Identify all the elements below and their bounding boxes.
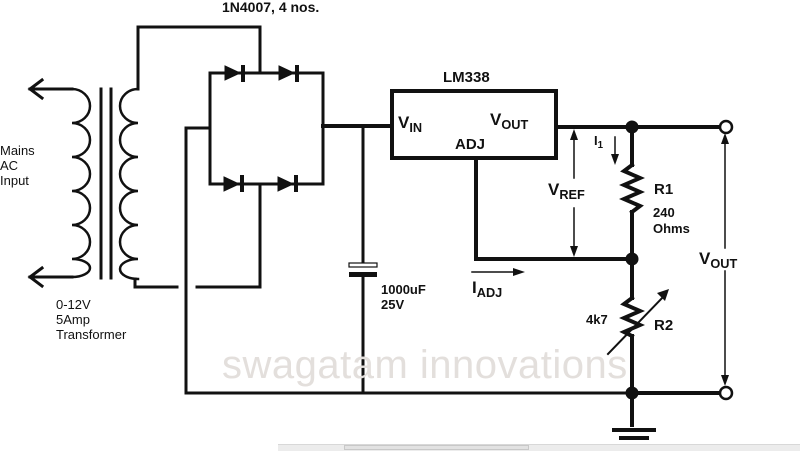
bridge-frame: [208, 71, 325, 186]
resistor-r1: [619, 162, 645, 215]
regulator-label: LM338: [443, 69, 490, 86]
wire-bridge-negative: [184, 126, 634, 395]
junction-vout: [625, 120, 639, 134]
mains-label-line: Input: [0, 173, 29, 188]
vin-sub: IN: [409, 120, 423, 136]
wire-adj: [474, 156, 634, 261]
transformer-label-line: 5Amp: [56, 312, 90, 327]
mains-label-line: AC: [0, 158, 19, 173]
watermark: swagatam innovations: [222, 343, 628, 387]
vout-terminal-sub: OUT: [710, 256, 738, 272]
capacitor-label-line: 1000uF: [381, 282, 426, 297]
transformer-primary-coil: [70, 87, 92, 279]
mains-label-line: Mains: [0, 143, 35, 158]
vref-sub: REF: [559, 187, 585, 203]
junction-ground: [625, 386, 639, 400]
iadj-sub: ADJ: [476, 285, 503, 301]
r2-value-label: 4k7: [586, 312, 608, 327]
capacitor-plate-positive: [348, 262, 378, 268]
wire-secondary-bottom: [133, 277, 179, 289]
mains-label: Mains AC Input: [0, 143, 35, 188]
r1-value-label: 240 Ohms: [653, 205, 690, 237]
diode-d4: [277, 175, 298, 192]
adj-pin-label: ADJ: [455, 136, 486, 153]
vout-pin-main: V: [490, 110, 502, 129]
scrollbar-thumb[interactable]: [344, 445, 529, 450]
vout-arrow-down: [721, 375, 729, 386]
mains-arrow-bottom: [27, 265, 74, 289]
iadj-arrow: [513, 268, 525, 276]
junction-adj: [625, 252, 639, 266]
mains-arrow-top: [27, 77, 74, 101]
diode-bridge-label: 1N4007, 4 nos.: [222, 0, 320, 15]
transformer-label-line: 0-12V: [56, 297, 91, 312]
diode-d3: [223, 175, 244, 192]
vout-arrow-up: [721, 133, 729, 144]
wire-secondary-top: [136, 25, 262, 91]
iadj-label: IADJ: [472, 278, 502, 299]
transformer-label: 0-12V 5Amp Transformer: [56, 297, 126, 342]
diode-d1: [224, 65, 245, 82]
output-terminal-negative: [718, 385, 734, 401]
transformer-label-line: Transformer: [56, 327, 127, 342]
r1-label: R1: [654, 181, 674, 198]
r2-label: R2: [654, 317, 674, 334]
capacitor-label-line: 25V: [381, 297, 405, 312]
vref-main: V: [548, 180, 560, 199]
vin-main: V: [398, 113, 410, 132]
wire-secondary-bottom-2: [195, 182, 262, 289]
output-terminal-positive: [718, 119, 734, 135]
iadj-main: I: [472, 278, 477, 297]
vout-terminal-main: V: [699, 249, 711, 268]
vref-arrow-up: [570, 129, 578, 140]
vout-terminal-label: VOUT: [699, 249, 738, 270]
r1-value-line: 240: [653, 205, 675, 220]
i1-sub: 1: [597, 140, 604, 152]
transformer-secondary-coil: [118, 87, 140, 281]
capacitor-plate-negative: [349, 272, 377, 277]
vref-label: VREF: [548, 180, 585, 201]
vref-arrow-down: [570, 246, 578, 257]
resistor-r2: [619, 295, 645, 339]
capacitor-label: 1000uF 25V: [381, 282, 426, 312]
i1-arrow: [611, 154, 619, 165]
r2-wiper-line: [606, 294, 666, 356]
r1-value-line: Ohms: [653, 221, 690, 236]
i1-label: I1: [594, 133, 604, 152]
i1-main: I: [594, 133, 598, 148]
diode-d2: [278, 65, 299, 82]
r2-wiper-arrow: [657, 289, 669, 301]
vout-pin-sub: OUT: [501, 117, 529, 133]
vout-pin-label: VOUT: [490, 110, 528, 131]
vin-pin-label: VIN: [398, 113, 422, 134]
